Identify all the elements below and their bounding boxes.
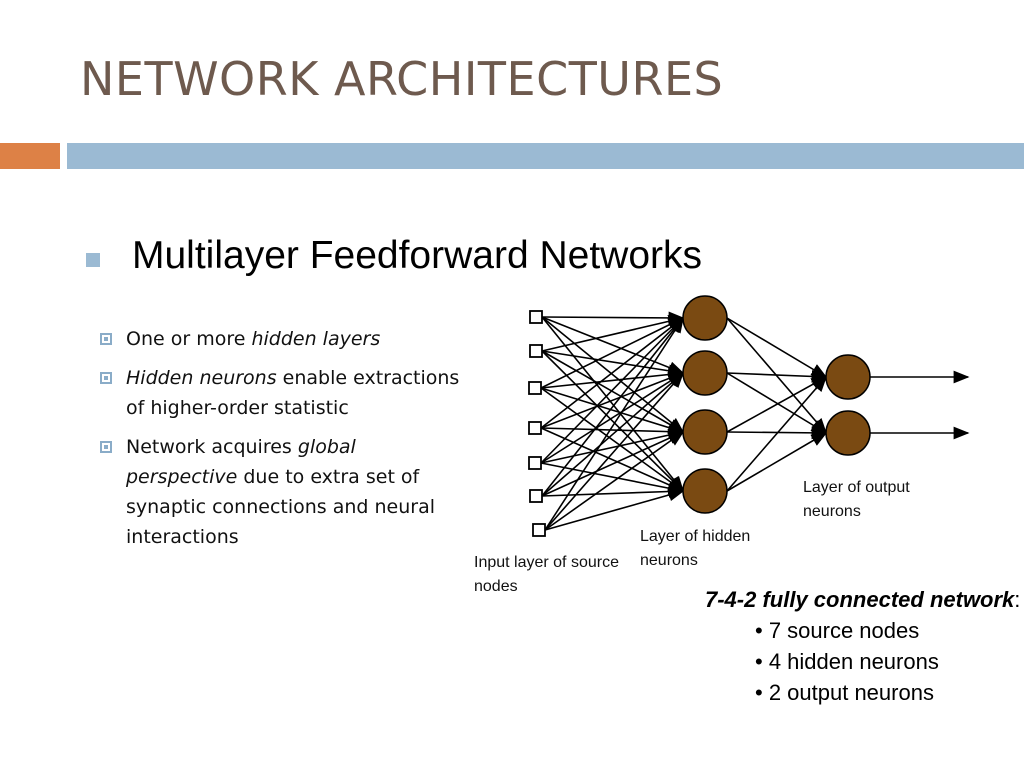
bullet-text: Network acquires (126, 436, 298, 458)
input-hidden-connection (544, 431, 685, 531)
accent-bar-orange (0, 143, 60, 169)
input-hidden-connection (540, 425, 685, 438)
hidden-output-connection (726, 426, 828, 440)
section-heading: Multilayer Feedforward Networks (132, 234, 703, 277)
hollow-square-bullet-icon (100, 333, 112, 345)
hidden-neuron (682, 409, 728, 455)
input-source-node (528, 421, 542, 435)
output-neuron (825, 354, 871, 400)
input-hidden-connection (544, 488, 685, 531)
bullet-item-hidden-neurons: Hidden neurons enable extractions of hig… (100, 363, 460, 423)
input-source-node (528, 456, 542, 470)
network-nodes (528, 295, 871, 537)
summary-point: • 7 source nodes (755, 618, 920, 643)
input-hidden-connection (541, 350, 685, 378)
input-hidden-connection (541, 431, 685, 497)
bullet-item-hidden-layers: One or more hidden layers (100, 324, 460, 354)
input-source-node (529, 344, 543, 358)
input-hidden-connection (541, 316, 684, 497)
hidden-neuron (682, 350, 728, 396)
accent-bar-blue (67, 143, 1024, 169)
hidden-output-connection (726, 375, 828, 492)
input-hidden-connection (541, 316, 685, 434)
input-hidden-connection (540, 317, 685, 389)
input-hidden-connection (541, 485, 685, 498)
hidden-layer-label: Layer of hidden neurons (640, 528, 751, 569)
hollow-square-bullet-icon (100, 372, 112, 384)
hidden-output-connection (726, 376, 828, 433)
input-hidden-connection (541, 316, 685, 374)
hidden-output-connection (726, 372, 828, 434)
slide-title: NETWORK ARCHITECTURES (80, 52, 724, 106)
bullet-emphasis: hidden layers (251, 328, 381, 350)
input-hidden-connection (541, 371, 685, 497)
square-bullet-icon (86, 253, 100, 267)
network-summary: 7-4-2 fully connected network: • 7 sourc… (705, 584, 1020, 708)
bullet-text: One or more (126, 328, 252, 350)
input-source-node (528, 381, 542, 395)
input-hidden-connection (540, 368, 685, 389)
bullet-item-global-perspective: Network acquires global perspective due … (100, 432, 460, 552)
input-hidden-connection (540, 372, 685, 429)
input-hidden-connection (541, 350, 685, 493)
input-source-node (529, 489, 543, 503)
hidden-output-connection (726, 432, 828, 492)
input-hidden-connection (544, 316, 684, 531)
bullet-list: One or more hidden layers Hidden neurons… (100, 324, 460, 561)
input-hidden-connection (541, 315, 685, 352)
summary-title: 7-4-2 fully connected network (705, 587, 1015, 612)
input-hidden-connection (540, 317, 685, 429)
summary-point: • 4 hidden neurons (755, 649, 939, 674)
input-hidden-connection (541, 350, 685, 433)
output-layer-label: Layer of output neurons (803, 479, 910, 520)
input-hidden-connection (540, 387, 685, 492)
bullet-text: due to extra set of synaptic connections… (126, 466, 436, 548)
input-hidden-connection (541, 311, 685, 325)
input-hidden-connection (540, 372, 685, 464)
hidden-output-connection (726, 317, 828, 378)
bullet-emphasis: global perspective (126, 436, 356, 488)
input-layer-label: Input layer of source nodes (474, 554, 619, 595)
hidden-neuron (682, 295, 728, 341)
input-hidden-connection (540, 428, 685, 464)
bullet-emphasis: Hidden neurons (126, 367, 277, 389)
output-neuron (825, 410, 871, 456)
input-source-node (529, 310, 543, 324)
input-hidden-connection (544, 371, 685, 531)
input-source-node (532, 523, 546, 537)
hidden-output-connection (726, 370, 828, 383)
bullet-text: enable extractions of higher-order stati… (126, 367, 460, 419)
summary-point: • 2 output neurons (755, 680, 934, 705)
synaptic-connections (540, 311, 970, 531)
input-hidden-connection (540, 387, 685, 434)
input-hidden-connection (540, 316, 685, 464)
hidden-neuron (682, 468, 728, 514)
summary-title-suffix: : (1014, 587, 1021, 612)
hollow-square-bullet-icon (100, 441, 112, 453)
